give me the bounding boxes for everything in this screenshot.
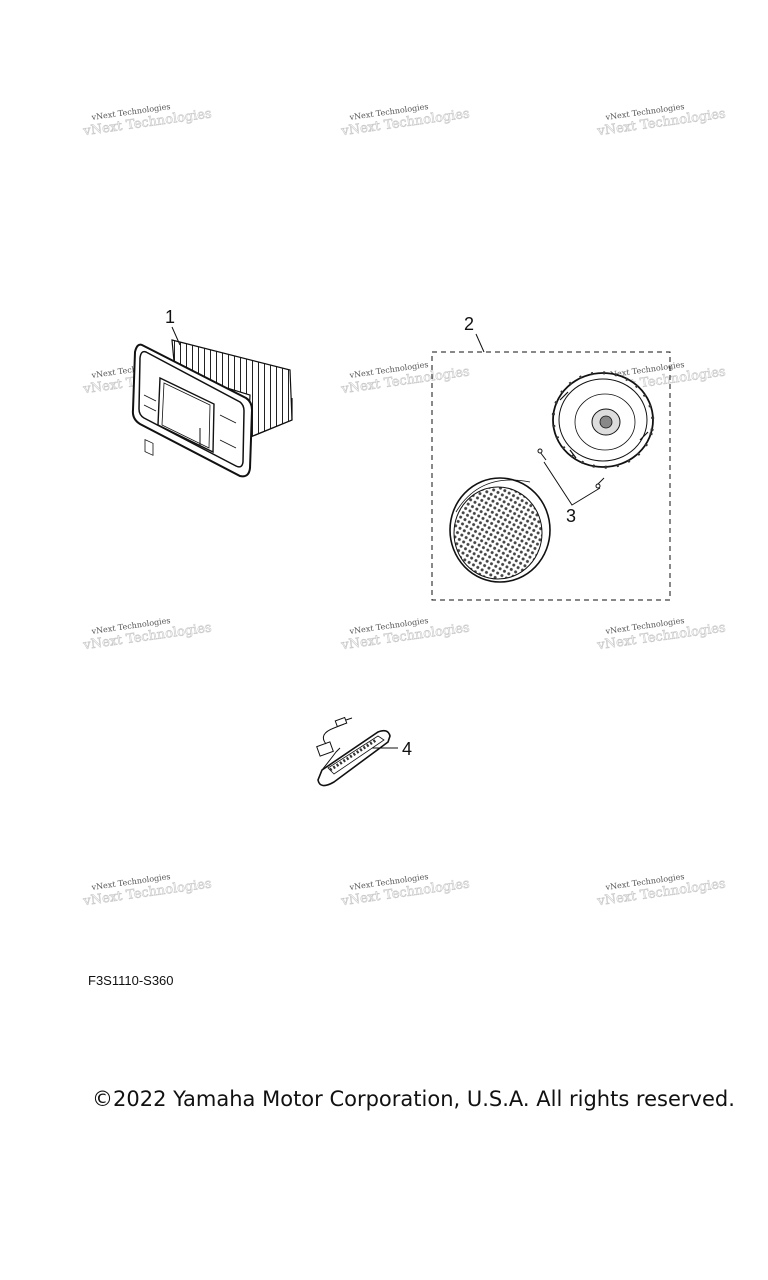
callout-2[interactable]: 2 (464, 314, 474, 334)
callout-4[interactable]: 4 (402, 739, 412, 759)
part-1-stereo-unit[interactable] (131, 339, 293, 478)
speaker-grill[interactable] (449, 477, 551, 583)
part-3-screws[interactable] (537, 448, 605, 489)
callout-3[interactable]: 3 (566, 506, 576, 526)
speaker[interactable] (543, 362, 664, 479)
leader-1 (171, 326, 181, 346)
diagram-code: F3S1110-S360 (88, 973, 174, 988)
part-4-led-light[interactable] (316, 716, 391, 787)
copyright-notice: ©2022 Yamaha Motor Corporation, U.S.A. A… (92, 1087, 735, 1111)
leader-3 (543, 461, 601, 506)
callout-1: 1 (165, 307, 175, 327)
part-2-kit-boundary (431, 351, 671, 601)
leader-2 (475, 333, 485, 353)
